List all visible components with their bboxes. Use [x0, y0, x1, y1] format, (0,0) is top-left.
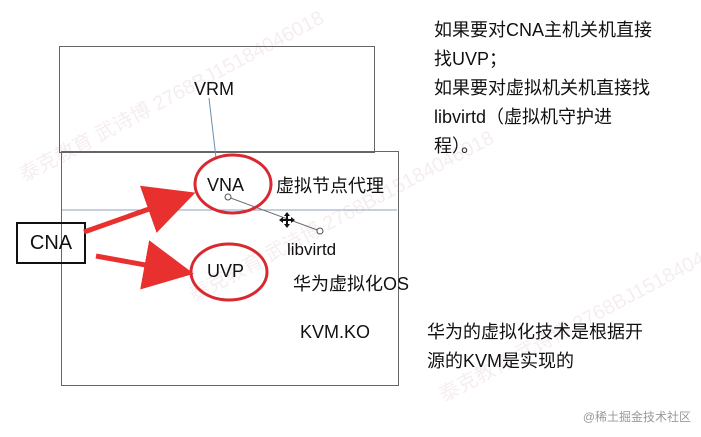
vrm-vna-link [208, 97, 217, 159]
link-node-left [224, 193, 232, 201]
libvirtd-label: libvirtd [287, 240, 337, 259]
vrm-label: VRM [194, 79, 234, 99]
uvp-label: UVP [207, 261, 245, 281]
move-cursor-icon [279, 212, 295, 228]
vna-label: VNA [207, 175, 245, 195]
cna-label: CNA [29, 231, 73, 254]
top-note: 如果要对CNA主机关机直接 找UVP； 如果要对虚拟机关机直接找 libvirt… [434, 16, 696, 161]
kvm-description-line-2: 源的KVM是实现的 [427, 351, 575, 371]
footer-text: @稀土掘金技术社区 [582, 410, 691, 424]
footer-tag: @稀土掘金技术社区 [583, 408, 691, 425]
vrm-box [59, 46, 375, 153]
vna-libvirtd-link [227, 196, 321, 232]
vna-description: 虚拟节点代理 [276, 176, 384, 196]
vna-circle [193, 153, 273, 215]
arrow-to-uvp [95, 240, 194, 290]
top-note-line-5: 程）。 [434, 136, 479, 156]
top-note-line-1: 如果要对CNA主机关机直接 [434, 20, 653, 40]
kvm-description-line-1: 华为的虚拟化技术是根据开 [427, 322, 643, 342]
host-box [61, 151, 399, 386]
top-note-line-4: libvirtd（虚拟机守护进 [434, 107, 613, 127]
os-description: 华为虚拟化OS [293, 274, 410, 294]
link-node-right [316, 227, 324, 235]
arrow-to-vna [83, 185, 196, 235]
cna-box: CNA [16, 222, 86, 264]
top-note-line-3: 如果要对虚拟机关机直接找 [434, 78, 650, 98]
top-note-line-2: 找UVP； [434, 49, 508, 69]
kvm-ko-label: KVM.KO [300, 322, 371, 342]
kvm-description: 华为的虚拟化技术是根据开 源的KVM是实现的 [427, 318, 677, 376]
